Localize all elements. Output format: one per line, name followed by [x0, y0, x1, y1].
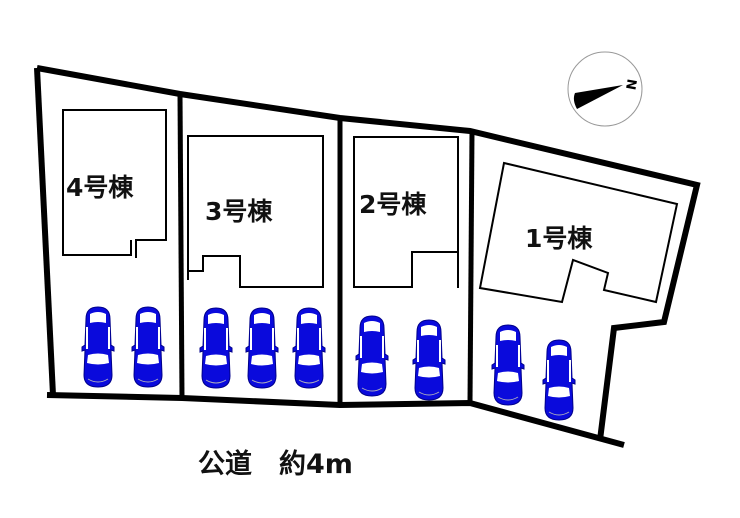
house-footprint-4: [62, 109, 167, 258]
north-arrow-icon: [573, 85, 623, 109]
north-label: N: [624, 78, 641, 91]
lot-label-2: 2号棟: [359, 190, 427, 219]
lot-3[interactable]: 3号棟: [187, 135, 326, 389]
car-icon: [245, 307, 279, 389]
car-icon: [131, 306, 165, 388]
lot-4[interactable]: 4号棟: [62, 109, 167, 388]
car-icon: [412, 319, 446, 401]
lot-1[interactable]: 1号棟: [478, 161, 679, 421]
lot-label-3: 3号棟: [205, 197, 273, 226]
house-footprint-2: [353, 136, 459, 288]
lot-label-4: 4号棟: [66, 173, 134, 202]
house-footprint-3: [187, 135, 324, 288]
lot-2[interactable]: 2号棟: [353, 136, 459, 401]
compass: N: [567, 51, 643, 127]
house-footprint-1: [478, 161, 679, 304]
lot-dividers: [177, 93, 475, 405]
car-icon: [199, 307, 233, 389]
road-label: 公道 約4m: [198, 448, 353, 480]
car-icon: [292, 307, 326, 389]
car-icon: [355, 315, 389, 397]
car-icon: [491, 324, 525, 406]
car-icon: [81, 306, 115, 388]
lot-label-1: 1号棟: [525, 224, 593, 253]
car-icon: [542, 339, 576, 421]
